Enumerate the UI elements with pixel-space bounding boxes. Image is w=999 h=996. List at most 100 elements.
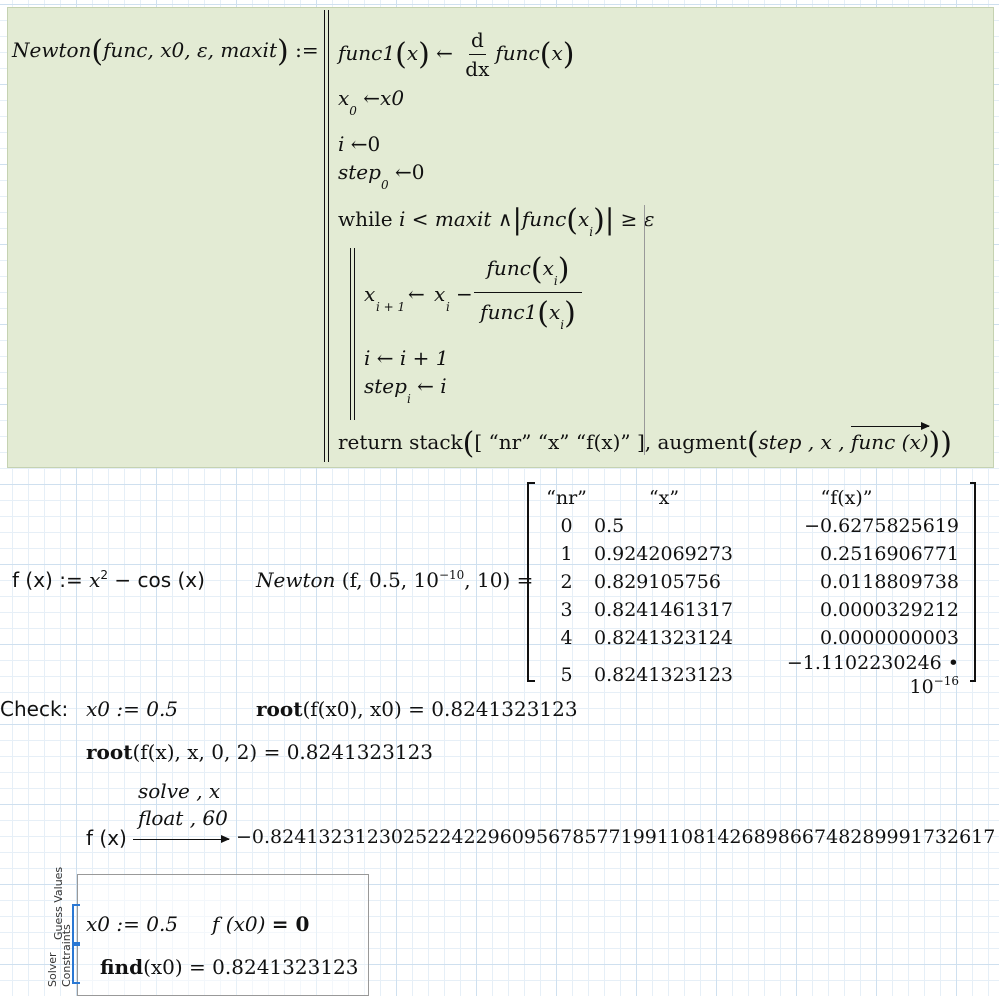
result-table: “nr” “x” “f(x)” 0 0.5 −0.6275825619 1 0.…: [539, 484, 959, 698]
while-condition: i < maxit ∧: [399, 207, 513, 231]
augment-args: step , x ,: [758, 430, 845, 454]
cell-fx-mantissa: −1.1102230246 • 10: [786, 652, 959, 698]
den-x: x: [548, 300, 561, 324]
while-line[interactable]: while i < maxit ∧|func(xi)| ≥ ε: [338, 203, 655, 239]
matrix-header-row: “nr” “x” “f(x)”: [539, 484, 959, 512]
constraints-bracket: [72, 944, 80, 984]
cell-fx: 0.0000329212: [819, 599, 959, 621]
newton-params: func, x0, ε, maxit: [103, 38, 277, 62]
i-var: i: [338, 132, 345, 156]
fraction-numerator: func(xi): [486, 252, 570, 289]
num-func: func: [486, 256, 531, 280]
find-eval[interactable]: find(x0) = 0.8241323123: [100, 955, 359, 979]
boolean-equals: = 0: [271, 912, 310, 936]
deriv-numerator: d: [468, 28, 486, 55]
cell-nr: 0: [560, 515, 573, 537]
while-keyword: while: [338, 207, 393, 231]
header-nr: “nr”: [546, 487, 587, 509]
while-x: x: [578, 207, 590, 231]
matrix-row: 5 0.8241323123 −1.1102230246 • 10−16: [539, 652, 959, 698]
call-args-b: , 10): [464, 568, 511, 592]
program-region[interactable]: [7, 7, 994, 468]
root-function: root: [256, 697, 303, 721]
symbolic-lhs[interactable]: f (x): [86, 826, 127, 850]
symbolic-keyword-solve[interactable]: solve , x: [138, 779, 220, 803]
x-cur-sub: i: [446, 300, 450, 314]
step-value: ← i: [417, 374, 447, 398]
root-eval-2[interactable]: root(f(x), x, 0, 2) = 0.8241323123: [86, 740, 433, 764]
guess-x0[interactable]: x0 := 0.5: [86, 912, 179, 936]
newton-definition-lhs[interactable]: Newton(func, x0, ε, maxit) :=: [12, 34, 319, 69]
cell-fx: 0.0118809738: [819, 571, 959, 593]
cell-x: 0.9242069273: [594, 543, 734, 565]
result-matrix[interactable]: “nr” “x” “f(x)” 0 0.5 −0.6275825619 1 0.…: [527, 482, 976, 698]
solver-label: Solver: [46, 952, 59, 987]
cell-x: 0.8241323124: [594, 627, 734, 649]
func1-arg: x: [406, 41, 419, 65]
symbolic-result: −0.8241323123025224229609567857719911081…: [236, 826, 996, 848]
check-label: Check:: [0, 697, 69, 721]
while-body-bar: [350, 248, 355, 420]
f-definition[interactable]: f (x) := x2 − cos (x): [12, 568, 205, 592]
root1-args: (f(x0), x0) = 0.8241323123: [302, 697, 578, 721]
program-bar: [324, 10, 329, 462]
x-next-var: x: [364, 282, 376, 306]
while-func: func: [521, 207, 567, 231]
step-value: 0: [411, 160, 425, 184]
x-sub: 0: [349, 104, 357, 118]
line-i0[interactable]: i ←0: [338, 132, 380, 156]
matrix-row: 0 0.5 −0.6275825619: [539, 512, 959, 540]
newton-call-name: Newton: [256, 568, 336, 592]
assign-arrow: ←: [408, 282, 425, 306]
symbolic-keyword-float[interactable]: float , 60: [138, 806, 228, 830]
x-cur-var: x: [434, 282, 446, 306]
line-x0[interactable]: x0 ←x0: [338, 86, 404, 118]
func1-name: func1: [338, 41, 396, 65]
call-exponent: −10: [438, 568, 465, 582]
assign-arrow: ←: [363, 86, 381, 110]
stack-function: stack: [409, 430, 463, 454]
assign-arrow: ←: [436, 41, 453, 65]
return-line[interactable]: return stack([ “nr” “x” “f(x)” ], augmen…: [338, 422, 952, 461]
solve-keyword: solve , x: [138, 779, 221, 803]
func-name: func: [495, 41, 540, 65]
loop-increment-i[interactable]: i ← i + 1: [364, 346, 449, 370]
loop-step[interactable]: stepi ← i: [364, 374, 447, 406]
header-fx: “f(x)”: [820, 487, 873, 509]
fraction-denominator: func1(xi): [480, 296, 576, 333]
matrix-row: 3 0.8241461317 0.0000329212: [539, 596, 959, 624]
num-sub: i: [553, 274, 558, 288]
x0-value: x0: [380, 86, 405, 110]
vectorized-func: func (x): [850, 422, 930, 454]
call-args-a: (f, 0.5, 10: [341, 568, 439, 592]
cell-x: 0.829105756: [594, 571, 721, 593]
newton-call[interactable]: Newton (f, 0.5, 10−10, 10) =: [256, 568, 533, 592]
cell-nr: 5: [560, 664, 573, 686]
step-var: step: [364, 374, 407, 398]
symbolic-arrow: [133, 835, 230, 843]
check-x0-definition[interactable]: x0 := 0.5: [86, 697, 179, 721]
find-function: find: [100, 955, 144, 979]
while-compare: ≥ ε: [620, 207, 655, 231]
root-eval-1[interactable]: root(f(x0), x0) = 0.8241323123: [256, 697, 578, 721]
guess-values-bracket: [72, 904, 80, 944]
matrix-row: 2 0.829105756 0.0118809738: [539, 568, 959, 596]
deriv-denominator: dx: [465, 57, 490, 81]
newton-name: Newton: [12, 38, 92, 62]
cell-nr: 1: [560, 543, 573, 565]
define-operator: :=: [59, 568, 83, 592]
f-lhs: f (x): [12, 568, 53, 592]
step-sub: i: [406, 392, 411, 406]
equals: =: [516, 568, 534, 592]
rhs-exponent: 2: [100, 568, 108, 582]
line-step0[interactable]: step0 ←0: [338, 160, 424, 192]
cell-nr: 4: [560, 627, 573, 649]
root-function: root: [86, 740, 133, 764]
matrix-row: 1 0.9242069273 0.2516906771: [539, 540, 959, 568]
cell-nr: 2: [560, 571, 573, 593]
solve-block[interactable]: [77, 874, 369, 996]
constraint-expression[interactable]: f (x0) = 0: [212, 912, 309, 936]
den-sub: i: [560, 318, 565, 332]
